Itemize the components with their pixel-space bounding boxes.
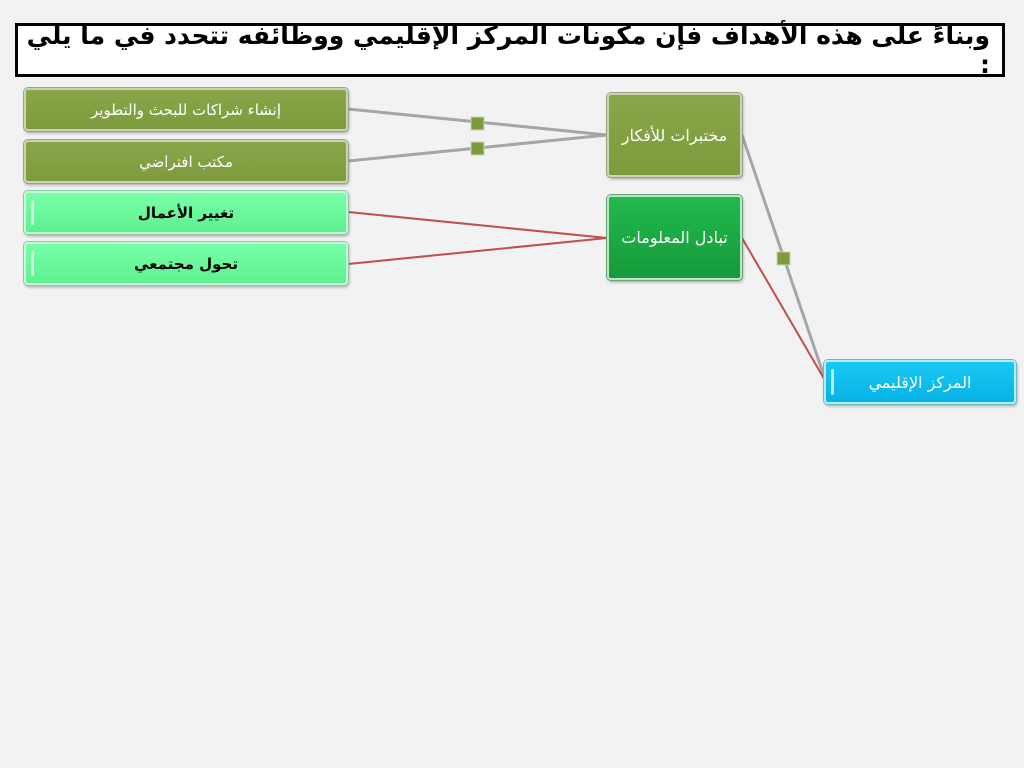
node-virtual-office[interactable]: مكتب افتراضي <box>24 140 348 183</box>
node-partnerships[interactable]: إنشاء شراكات للبحث والتطوير <box>24 88 348 131</box>
node-label: تحول مجتمعي <box>134 254 239 273</box>
node-label: تغيير الأعمال <box>137 203 235 222</box>
connector-social-transformation-to-info-exchange <box>347 237 608 265</box>
connector-marker[interactable] <box>776 251 791 266</box>
node-label: مكتب افتراضي <box>139 152 233 171</box>
node-label: المركز الإقليمي <box>868 372 972 392</box>
connector-marker[interactable] <box>470 141 485 156</box>
node-label: إنشاء شراكات للبحث والتطوير <box>91 100 281 119</box>
node-regional-center[interactable]: المركز الإقليمي <box>824 360 1016 404</box>
node-label: مختبرات للأفكار <box>621 125 728 145</box>
connector-info-exchange-to-regional-center <box>741 237 827 383</box>
connector-business-change-to-info-exchange <box>347 211 608 239</box>
slide-title: وبناءً على هذه الأهداف فإن مكونات المركز… <box>15 21 1005 79</box>
node-info-exchange[interactable]: تبادل المعلومات <box>607 195 742 280</box>
node-social-transformation[interactable]: تحول مجتمعي <box>24 242 348 285</box>
node-business-change[interactable]: تغيير الأعمال <box>24 191 348 234</box>
connector-marker[interactable] <box>470 116 485 131</box>
node-idea-labs[interactable]: مختبرات للأفكار <box>607 93 742 177</box>
node-label: تبادل المعلومات <box>621 228 728 247</box>
